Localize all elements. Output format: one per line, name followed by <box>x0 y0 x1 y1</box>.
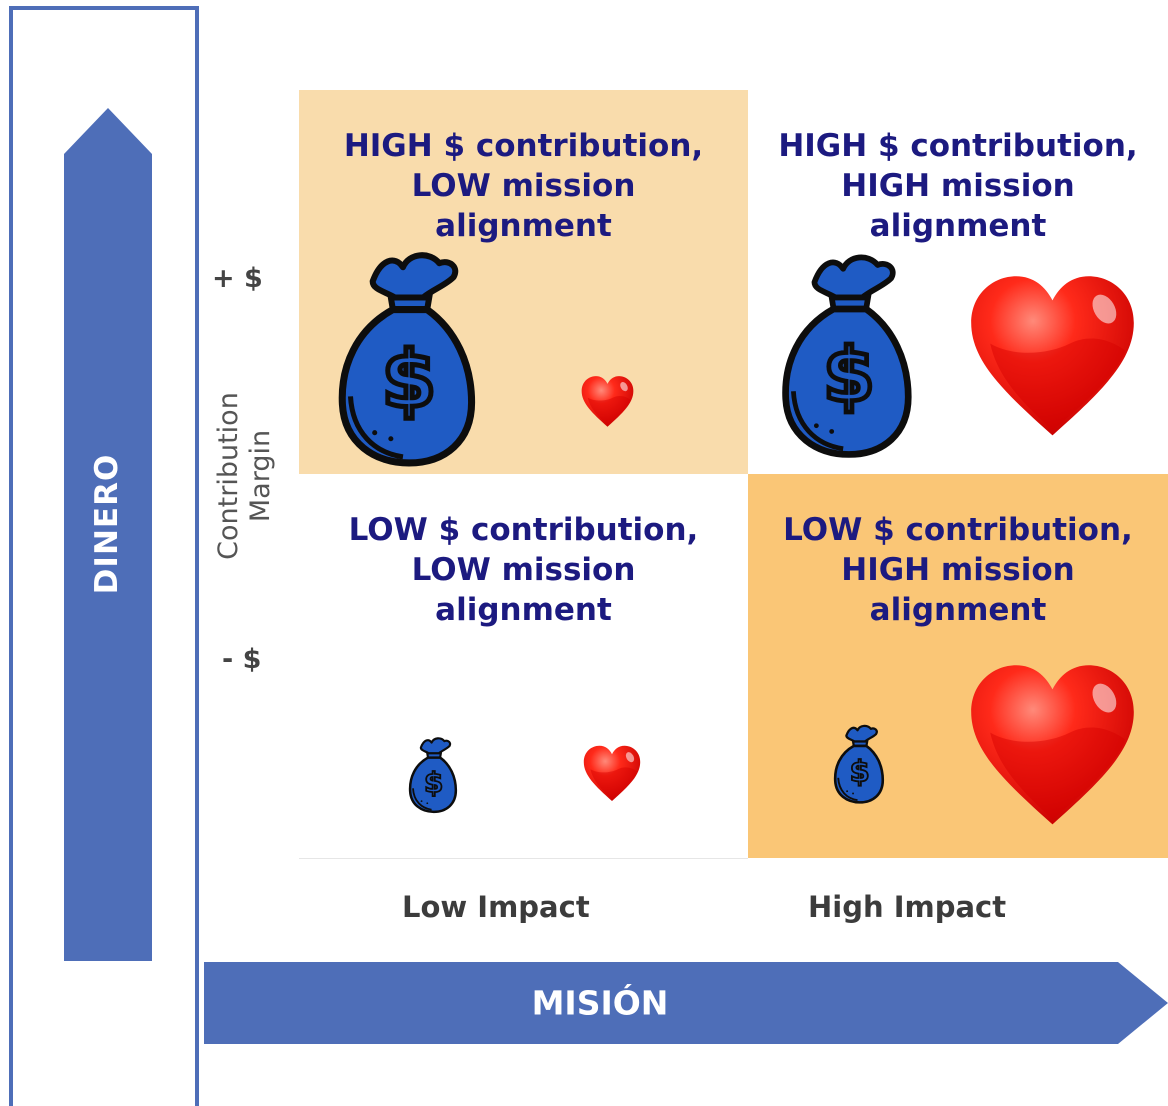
quadrant-title-line2: LOW mission <box>411 552 636 588</box>
quadrant-title-line3: alignment <box>435 208 612 244</box>
quadrant-bottom-left: LOW $ contribution, LOW mission alignmen… <box>299 474 748 859</box>
heart-icon <box>582 738 642 810</box>
x-tick-high: High Impact <box>808 890 1007 924</box>
quadrant-title-line3: alignment <box>435 592 612 628</box>
heart-icon <box>966 644 1139 849</box>
quadrant-title-line1: LOW $ contribution, <box>783 512 1133 548</box>
quadrant-title: LOW $ contribution, LOW mission alignmen… <box>299 510 748 630</box>
quadrant-title-line2: HIGH mission <box>841 168 1075 204</box>
quadrant-title: LOW $ contribution, HIGH mission alignme… <box>748 510 1168 630</box>
quadrant-title: HIGH $ contribution, LOW mission alignme… <box>299 126 748 246</box>
heart-icon <box>966 255 1139 460</box>
vertical-arrow-label: DINERO <box>89 453 125 595</box>
money-bag-icon <box>780 245 914 461</box>
money-bag-icon <box>833 722 885 804</box>
left-frame <box>9 6 199 1106</box>
quadrant-title-line1: HIGH $ contribution, <box>778 128 1138 164</box>
quadrant-title-line1: HIGH $ contribution, <box>343 128 704 164</box>
quadrant-top-right: HIGH $ contribution, HIGH mission alignm… <box>748 90 1168 474</box>
y-axis-title-line1: Contribution <box>213 392 244 560</box>
y-tick-low: - $ <box>222 644 262 675</box>
money-bag-icon <box>336 245 478 467</box>
y-axis-title: Contribution Margin <box>213 392 277 560</box>
horizontal-arrow-label: MISIÓN <box>531 983 669 1023</box>
quadrant-title-line3: alignment <box>869 208 1047 244</box>
quadrant-title-line3: alignment <box>869 592 1047 628</box>
quadrant-title-line2: HIGH mission <box>841 552 1075 588</box>
quadrant-title-line1: LOW $ contribution, <box>348 512 699 548</box>
quadrant-title: HIGH $ contribution, HIGH mission alignm… <box>748 126 1168 246</box>
money-bag-icon <box>408 734 458 814</box>
horizontal-arrow <box>204 962 1168 1044</box>
y-tick-high: + $ <box>212 263 263 294</box>
quadrant-bottom-right: LOW $ contribution, HIGH mission alignme… <box>748 474 1168 858</box>
quadrant-title-line2: LOW mission <box>411 168 636 204</box>
x-tick-low: Low Impact <box>402 890 590 924</box>
y-axis-title-line2: Margin <box>245 429 276 523</box>
heart-icon <box>580 370 635 434</box>
vertical-arrow <box>64 108 152 961</box>
quadrant-top-left: HIGH $ contribution, LOW mission alignme… <box>299 90 748 474</box>
